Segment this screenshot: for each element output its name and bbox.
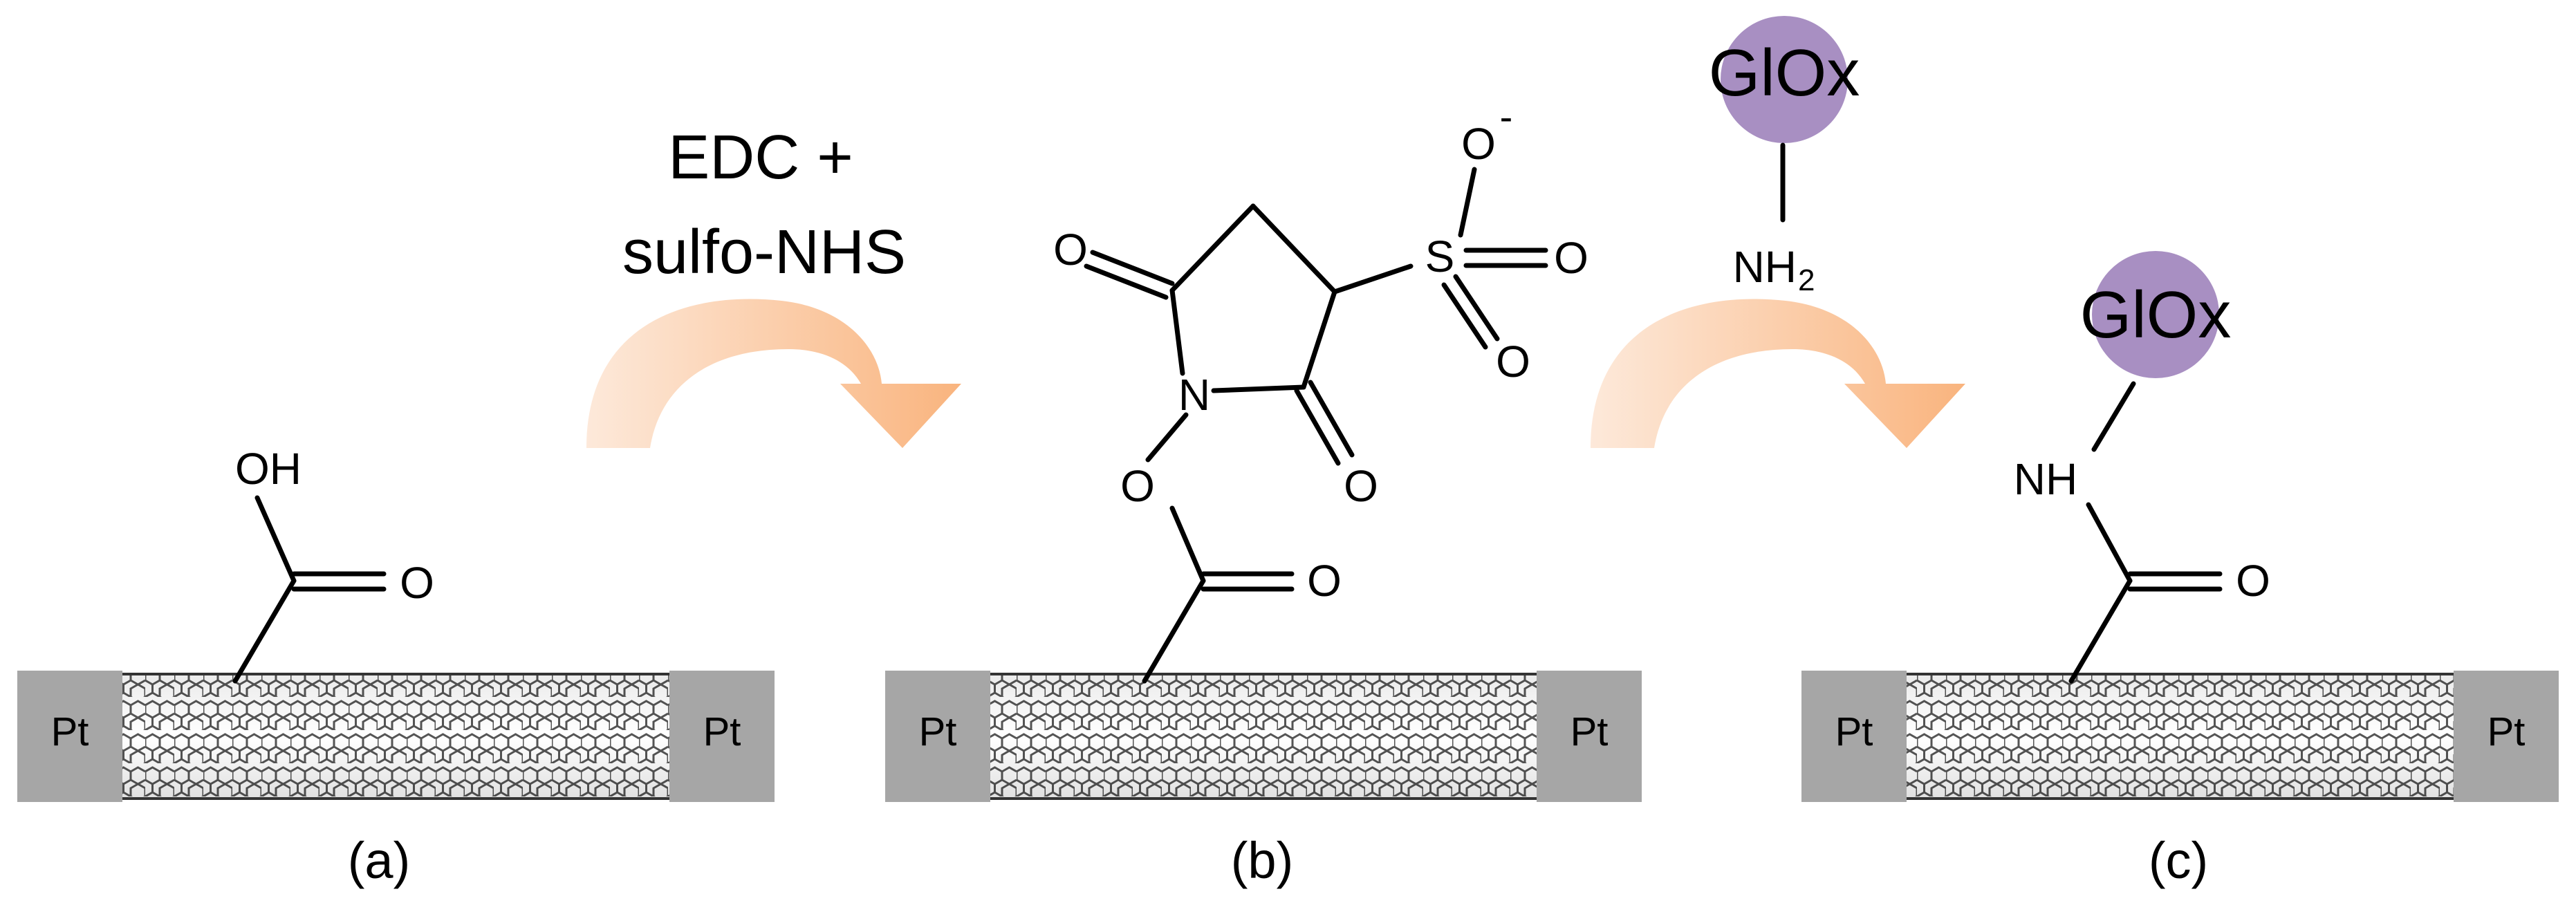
pt-electrode-left bbox=[1801, 671, 1907, 802]
amine-subscript: 2 bbox=[1798, 263, 1815, 297]
nanotube bbox=[1905, 673, 2455, 800]
enzyme-reagent-label: GlOx bbox=[1709, 36, 1860, 110]
carbonyl-o-label: O bbox=[2236, 556, 2270, 606]
caption-b: (b) bbox=[1231, 832, 1293, 889]
pt-label-right: Pt bbox=[703, 709, 741, 754]
hydroxyl-label: OH bbox=[235, 444, 302, 494]
pt-label-left: Pt bbox=[51, 709, 89, 754]
nhs-ester-structure bbox=[1084, 167, 1548, 684]
panel-c: Pt Pt GlOx NH O (c) bbox=[1801, 251, 2559, 889]
ring-o-right-label: O bbox=[1344, 461, 1378, 511]
reagent-line-2: sulfo-NHS bbox=[622, 218, 906, 287]
pt-electrode-left bbox=[17, 671, 122, 802]
ester-o-label: O bbox=[1120, 461, 1155, 511]
pt-electrode-right bbox=[2454, 671, 2559, 802]
panel-a: Pt Pt OH O (a) bbox=[17, 444, 775, 889]
nitrogen-label: N bbox=[1178, 370, 1210, 420]
enzyme-circle bbox=[2092, 251, 2219, 378]
ring-o-left-label: O bbox=[1053, 225, 1088, 274]
sulfur-label: S bbox=[1425, 232, 1455, 281]
pt-electrode-right bbox=[1537, 671, 1642, 802]
s-o-bottom-label: O bbox=[1496, 337, 1530, 386]
enzyme-label: GlOx bbox=[2080, 278, 2232, 352]
reaction-arrow-1 bbox=[586, 299, 961, 448]
s-o-right-label: O bbox=[1554, 233, 1588, 283]
nanotube bbox=[121, 673, 671, 800]
pt-electrode-right bbox=[669, 671, 775, 802]
pt-label-right: Pt bbox=[1570, 709, 1609, 754]
enzyme-circle-reagent bbox=[1721, 16, 1848, 143]
amide-linkage bbox=[2068, 381, 2223, 684]
amine-reagent-label: NH bbox=[1733, 242, 1797, 292]
charge-label: - bbox=[1500, 95, 1513, 138]
amide-nh-label: NH bbox=[2014, 454, 2077, 504]
pt-label-left: Pt bbox=[919, 709, 957, 754]
carboxyl-group bbox=[232, 495, 387, 684]
s-o-top-label: O bbox=[1461, 119, 1496, 169]
reaction-arrow-2 bbox=[1591, 299, 1965, 448]
caption-c: (c) bbox=[2149, 832, 2208, 889]
pt-label-right: Pt bbox=[2487, 709, 2526, 754]
carbonyl-o-label: O bbox=[400, 558, 434, 608]
panel-b: Pt Pt bbox=[885, 95, 1642, 889]
carbonyl-o-label: O bbox=[1307, 556, 1342, 606]
pt-electrode-left bbox=[885, 671, 990, 802]
pt-label-left: Pt bbox=[1835, 709, 1873, 754]
caption-a: (a) bbox=[348, 832, 410, 889]
nanotube bbox=[989, 673, 1539, 800]
reagent-line-1: EDC + bbox=[668, 123, 853, 192]
